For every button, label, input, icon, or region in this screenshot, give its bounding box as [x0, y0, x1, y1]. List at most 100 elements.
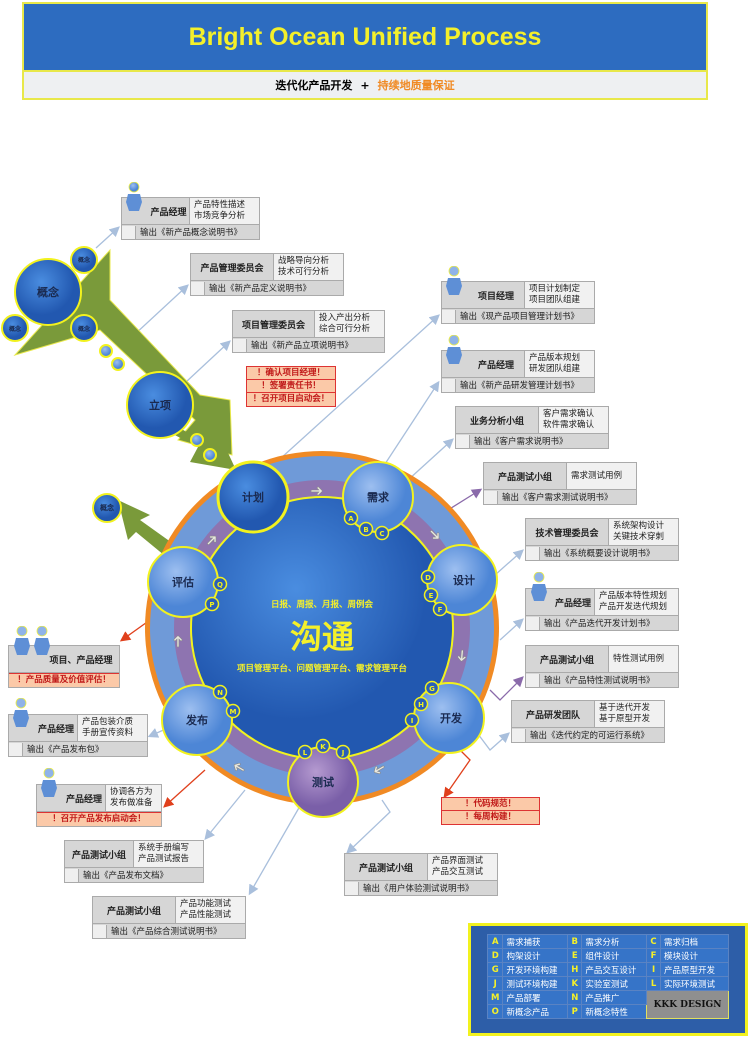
marker-label: I — [411, 717, 414, 725]
legend-label: 实际环境测试 — [660, 976, 729, 991]
marker-badge — [343, 510, 359, 526]
task: 产品性能测试 — [180, 910, 232, 920]
legend-label: 实验室测试 — [581, 976, 648, 991]
task: 手册宣传资料 — [82, 728, 134, 738]
legend-key: G — [486, 962, 504, 977]
alert-item: ！签署责任书！ — [247, 380, 335, 393]
checkbox — [345, 881, 359, 895]
checkbox — [93, 924, 107, 938]
task: 产品界面测试 — [432, 856, 484, 866]
task: 研发团队组建 — [529, 364, 581, 374]
legend-key: K — [567, 976, 583, 991]
stage-release: 发布 — [186, 714, 208, 727]
stage-requirements: 需求 — [367, 491, 389, 504]
subtitle-left: 迭代化产品开发 — [275, 79, 353, 92]
legend-label: 新概念特性 — [581, 1004, 648, 1019]
svg-text:➜: ➜ — [310, 481, 323, 500]
legend-key: F — [646, 948, 662, 963]
legend-key: A — [486, 934, 504, 949]
marker-label: P — [209, 601, 214, 609]
alert-item: ！召开产品发布启动会！ — [37, 812, 161, 826]
legend-label: 需求捕获 — [502, 934, 569, 949]
legend-key: M — [486, 990, 504, 1005]
marker-badge — [424, 680, 440, 696]
marker-badge — [420, 569, 436, 585]
task: 产品特性描述 — [194, 200, 246, 210]
marker-badge — [297, 744, 313, 760]
role-card: 业务分析小组客户需求确认软件需求确认输出《客户需求说明书》 — [455, 406, 609, 449]
legend-label: 新概念产品 — [502, 1004, 569, 1019]
stage-concept-mini: 概念 — [77, 257, 90, 264]
legend-label: 测试环境构建 — [502, 976, 569, 991]
task: 产品包装介质 — [82, 717, 134, 727]
task: 产品交互测试 — [432, 867, 484, 877]
role-label: 技术管理委员会 — [535, 528, 599, 539]
checkbox — [191, 281, 205, 295]
svg-text:➜: ➜ — [452, 648, 472, 663]
person-icon — [34, 626, 50, 655]
task: 关键技术穿刺 — [613, 532, 665, 542]
checkbox — [512, 728, 526, 742]
marker-badge — [374, 525, 390, 541]
output-doc: 输出《产品发布包》 — [27, 745, 104, 755]
role-card: 产品经理协调各方为发布做准备！召开产品发布启动会！ — [36, 784, 162, 827]
title-text: Bright Ocean Unified Process — [188, 22, 542, 51]
role-card: 技术管理委员会系统架构设计关键技术穿刺输出《系统概要设计说明书》 — [525, 518, 679, 561]
task: 系统架构设计 — [613, 521, 665, 531]
output-doc: 输出《新产品研发管理计划书》 — [460, 381, 580, 391]
role-card: 产品经理产品版本特性规划产品开发迭代规划输出《产品迭代开发计划书》 — [525, 588, 679, 631]
legend-label: 产品推广 — [581, 990, 648, 1005]
legend-label: 开发环境构建 — [502, 962, 569, 977]
marker-badge — [423, 587, 439, 603]
checkbox — [233, 338, 247, 352]
alert-item: ！确认项目经理！ — [247, 367, 335, 380]
role-label: 产品经理 — [477, 360, 514, 371]
task: 产品功能测试 — [180, 899, 232, 909]
checkbox — [526, 616, 540, 630]
alert-item: ！代码规范！ — [442, 798, 539, 811]
stage-design: 设计 — [453, 574, 475, 587]
task: 产品版本规划 — [529, 353, 581, 363]
marker-label: N — [217, 689, 223, 697]
marker-label: H — [418, 701, 424, 709]
task: 发布做准备 — [110, 798, 153, 808]
task: 基于原型开发 — [599, 714, 651, 724]
role-card: 产品经理产品包装介质手册宣传资料输出《产品发布包》 — [8, 714, 148, 757]
role-card: 产品研发团队基于迭代开发基于原型开发输出《迭代约定的可运行系统》 — [511, 700, 665, 743]
task: 系统手册编写 — [138, 843, 190, 853]
legend-key: N — [567, 990, 583, 1005]
task: 项目计划制定 — [529, 284, 581, 294]
marker-badge — [358, 521, 374, 537]
role-label: 产品测试小组 — [539, 655, 594, 666]
output-doc: 输出《新产品概念说明书》 — [140, 228, 243, 238]
task: 产品版本特性规划 — [599, 591, 668, 601]
task: 协调各方为 — [110, 787, 153, 797]
marker-label: C — [379, 530, 384, 538]
person-icon — [126, 182, 142, 211]
role-label: 产品管理委员会 — [200, 263, 264, 274]
task: 客户需求确认 — [543, 409, 595, 419]
stage-evaluate: 评估 — [172, 576, 194, 589]
kkk-design-logo: KKK DESIGN — [646, 990, 729, 1019]
connector-lines — [95, 226, 524, 896]
role-label: 产品研发团队 — [525, 710, 580, 721]
marker-badge — [335, 744, 351, 760]
page-title: Bright Ocean Unified Process — [22, 2, 708, 70]
stage-new-concept: 概念 — [100, 504, 114, 512]
marker-label: D — [425, 574, 431, 582]
person-icon — [446, 266, 462, 295]
marker-badge — [432, 601, 448, 617]
output-doc: 输出《新产品定义说明书》 — [209, 284, 312, 294]
svg-text:➜: ➜ — [168, 635, 187, 648]
marker-label: A — [348, 515, 354, 523]
output-doc: 输出《产品发布文档》 — [83, 871, 169, 881]
alert-box-develop: ！代码规范！！每周构建！ — [441, 797, 540, 825]
task: 综合可行分析 — [319, 324, 371, 334]
output-doc: 输出《现产品项目管理计划书》 — [460, 312, 580, 322]
legend-label: 组件设计 — [581, 948, 648, 963]
legend-key: D — [486, 948, 504, 963]
checkbox — [442, 309, 456, 323]
role-label: 产品测试小组 — [358, 863, 413, 874]
